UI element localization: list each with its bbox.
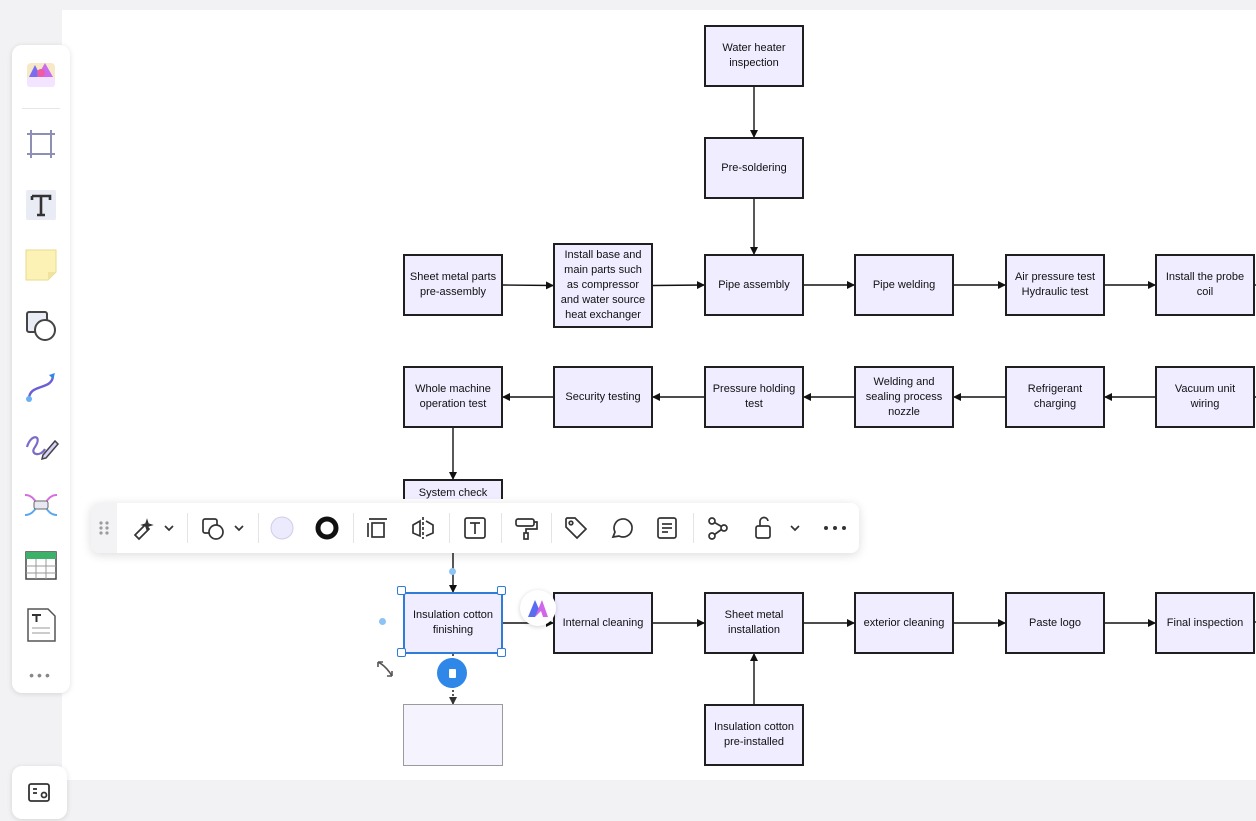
text-icon	[464, 517, 486, 539]
more-icon[interactable]: •••	[29, 667, 53, 683]
border-style-icon	[315, 516, 339, 540]
more-options-button[interactable]	[819, 513, 851, 543]
shape-switch-button[interactable]	[197, 513, 251, 543]
flow-node[interactable]: Install base and main parts such as comp…	[553, 243, 653, 328]
flow-node[interactable]: Sheet metal parts pre-assembly	[403, 254, 503, 316]
flow-node[interactable]: System check	[403, 479, 503, 499]
fill-color-button[interactable]	[267, 513, 297, 543]
connector-icon[interactable]	[21, 367, 61, 407]
flow-node[interactable]: Pre-soldering	[704, 137, 804, 199]
flow-node[interactable]: Security testing	[553, 366, 653, 428]
connection-icon	[708, 517, 728, 540]
connection-point-top[interactable]	[449, 568, 456, 575]
connector-arrow[interactable]	[652, 281, 705, 290]
sticky-note-icon[interactable]	[21, 245, 61, 285]
table-icon[interactable]	[21, 545, 61, 585]
format-painter-icon	[515, 518, 538, 540]
context-toolbar	[91, 503, 859, 553]
flip-button[interactable]	[408, 513, 438, 543]
frame-icon[interactable]	[21, 124, 61, 164]
flow-node[interactable]: Water heater inspection	[704, 25, 804, 87]
align-button[interactable]	[363, 513, 393, 543]
connection-button[interactable]	[703, 513, 733, 543]
flow-node[interactable]: Refrigerant charging	[1005, 366, 1105, 428]
shape-icon[interactable]	[21, 306, 61, 346]
flow-node[interactable]: Pipe welding	[854, 254, 954, 316]
flip-icon	[412, 517, 434, 539]
comment-button[interactable]	[607, 513, 637, 543]
border-style-button[interactable]	[312, 513, 342, 543]
ai-assistant-icon[interactable]	[520, 590, 556, 626]
more-icon	[824, 526, 846, 530]
mind-map-icon[interactable]	[21, 485, 61, 525]
resize-handle-top-left[interactable]	[397, 586, 406, 595]
tag-icon	[565, 517, 588, 540]
flow-node[interactable]: Final inspection	[1155, 592, 1255, 654]
note-button[interactable]	[652, 513, 682, 543]
flow-node[interactable]: Paste logo	[1005, 592, 1105, 654]
flow-node[interactable]: Vacuum unit wiring	[1155, 366, 1255, 428]
ai-magic-button[interactable]	[127, 513, 179, 543]
grip-icon	[99, 521, 109, 535]
text-format-button[interactable]	[460, 513, 490, 543]
flow-node[interactable]: Whole machine operation test	[403, 366, 503, 428]
resize-handle-bottom-left[interactable]	[397, 648, 406, 657]
tag-button[interactable]	[561, 513, 591, 543]
lock-icon	[755, 516, 800, 539]
flow-node[interactable]	[403, 704, 503, 766]
minimap-button[interactable]	[12, 766, 67, 819]
flow-node[interactable]: Install the probe coil	[1155, 254, 1255, 316]
map-icon	[28, 783, 50, 802]
shape-switch-icon	[202, 518, 244, 540]
lock-button[interactable]	[747, 513, 807, 543]
drag-handle[interactable]	[91, 503, 117, 553]
flow-node[interactable]: Pressure holding test	[704, 366, 804, 428]
flow-node[interactable]: Welding and sealing process nozzle	[854, 366, 954, 428]
pen-icon[interactable]	[21, 425, 61, 465]
left-toolbar: •••	[12, 45, 70, 693]
text-icon[interactable]	[21, 185, 61, 225]
flow-node[interactable]: exterior cleaning	[854, 592, 954, 654]
flow-node[interactable]: Air pressure test Hydraulic test	[1005, 254, 1105, 316]
app-logo-icon[interactable]	[21, 53, 61, 93]
flow-node[interactable]: Insulation cotton finishing	[403, 592, 503, 654]
note-icon	[657, 517, 677, 539]
format-painter-button[interactable]	[511, 513, 541, 543]
connector-arrow[interactable]	[502, 281, 554, 290]
flow-node[interactable]: Insulation cotton pre-installed	[704, 704, 804, 766]
fill-color-icon	[270, 516, 294, 540]
rotate-icon[interactable]	[374, 658, 398, 687]
comment-icon	[611, 518, 633, 539]
resize-handle-top-right[interactable]	[497, 586, 506, 595]
flow-node[interactable]: Sheet metal installation	[704, 592, 804, 654]
connection-point-left[interactable]	[379, 618, 386, 625]
flow-node[interactable]: Internal cleaning	[553, 592, 653, 654]
flow-node[interactable]: Pipe assembly	[704, 254, 804, 316]
add-node-button[interactable]	[437, 658, 467, 688]
align-icon	[367, 518, 387, 538]
document-icon[interactable]	[21, 605, 61, 645]
resize-handle-bottom-right[interactable]	[497, 648, 506, 657]
ai-magic-icon	[133, 518, 174, 541]
